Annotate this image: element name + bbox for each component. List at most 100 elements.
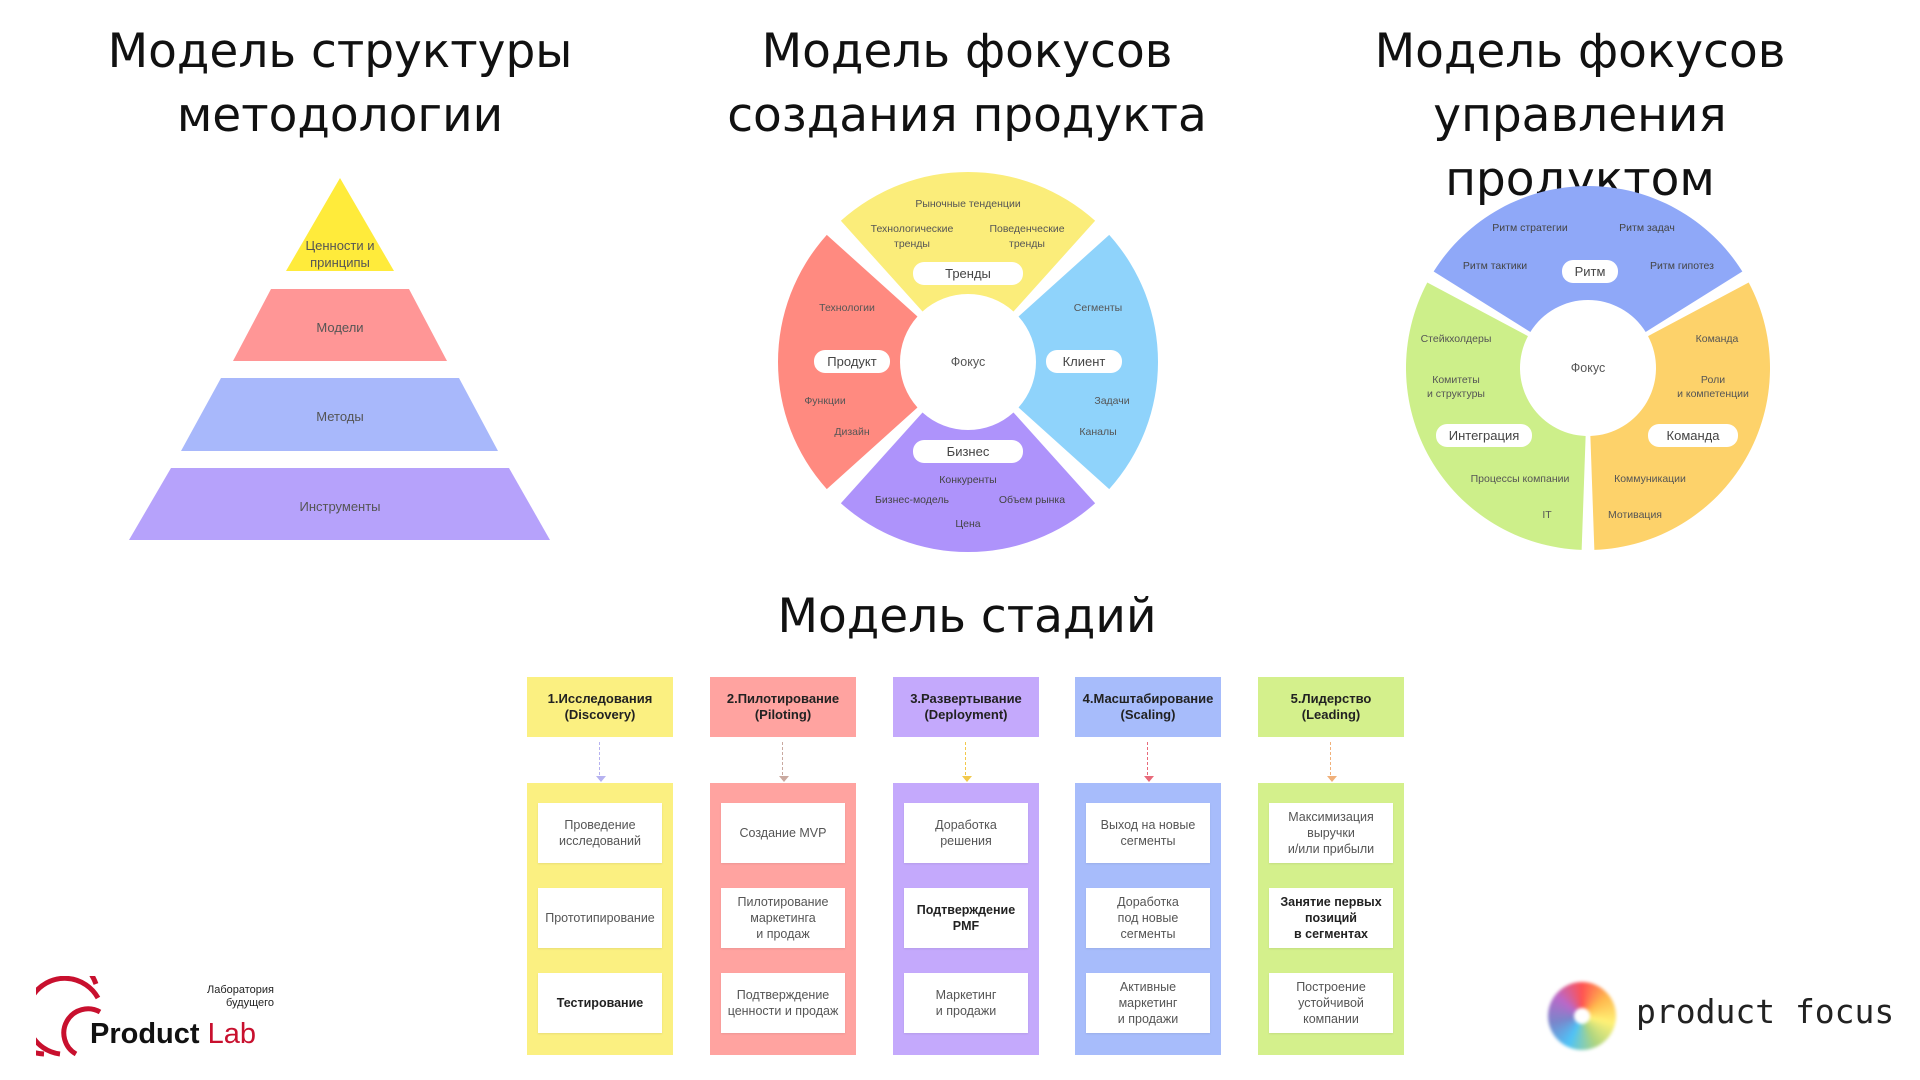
wheel-item: Технологии — [819, 302, 875, 314]
wheel-segment-pill-integration — [1436, 424, 1532, 447]
wheel-item: Сегменты — [1074, 302, 1122, 314]
product-lab-small-text: Лаборатория будущего — [207, 984, 274, 1009]
stage-card-text: Занятие первых позиций в сегментах — [1280, 895, 1382, 941]
product-lab-logo-mark — [36, 976, 102, 1057]
stage-card-text: Подтверждение ценности и продаж — [727, 988, 839, 1018]
wheel-segment-rhythm — [1433, 185, 1743, 332]
wheel-segment-label-client: Клиент — [1063, 354, 1106, 369]
stage-card: Пилотирование маркетинга и продаж — [721, 888, 845, 948]
wheel-segment-pill-team — [1648, 424, 1738, 447]
wheel-item: Коммуникации — [1614, 473, 1686, 485]
wheel-segment-trends — [840, 172, 1096, 312]
stage-card-text: Максимизация выручки и/или прибыли — [1287, 810, 1375, 856]
wheel-item: Цена — [955, 518, 980, 530]
stage-card: Подтверждение PMF — [904, 888, 1028, 948]
product-lab-word-lab: Lab — [207, 1018, 257, 1050]
wheel-item: Задачи — [1094, 395, 1129, 407]
stage-card-text: Выход на новые сегменты — [1100, 818, 1196, 848]
wheel-item: Ритм гипотез — [1650, 260, 1714, 272]
stage-card: Создание MVP — [721, 803, 845, 863]
stage-card-text: Доработка решения — [935, 818, 997, 848]
wheel-center-label: Фокус — [1571, 361, 1605, 375]
stage-card: Активные маркетинг и продажи — [1086, 973, 1210, 1033]
stage-card-text: Маркетинг и продажи — [935, 988, 997, 1018]
stage-card: Проведение исследований — [538, 803, 662, 863]
wheel-segment-pill-trends — [913, 262, 1023, 285]
stage-arrow — [779, 742, 789, 782]
wheel-segment-label-integration: Интеграция — [1449, 428, 1520, 443]
stage-column: Создание MVP Пилотирование маркетинга и п… — [710, 783, 856, 1055]
wheel-item: IT — [1542, 509, 1552, 521]
stage-card: Выход на новые сегменты — [1086, 803, 1210, 863]
stage-card-text: Построение устойчивой компании — [1296, 980, 1366, 1026]
stage-card: Маркетинг и продажи — [904, 973, 1028, 1033]
wheel-item: Мотивация — [1608, 509, 1662, 521]
stage-card-text: Тестирование — [556, 996, 644, 1010]
stage-header: 5.Лидерство (Leading) — [1258, 677, 1404, 737]
product-focus-logo-icon — [1548, 982, 1616, 1050]
wheel-item: Объем рынка — [999, 494, 1065, 506]
wheel-segment-label-rhythm: Ритм — [1575, 264, 1606, 279]
wheel-item: Стейкхолдеры — [1421, 333, 1492, 345]
wheel-item: Бизнес-модель — [875, 494, 950, 506]
title-management-focus-model: Модель фокусов управления продуктом — [1374, 24, 1786, 207]
stage-card: Доработка под новые сегменты — [1086, 888, 1210, 948]
stage-card: Доработка решения — [904, 803, 1028, 863]
wheel-segment-pill-product — [814, 350, 890, 373]
product-lab-word-product: Product — [90, 1018, 200, 1050]
title-structure-model: Модель структуры методологии — [107, 24, 573, 143]
stage-header: 3.Развертывание (Deployment) — [893, 677, 1039, 737]
wheel-center — [902, 296, 1034, 428]
stage-arrow — [1327, 742, 1337, 782]
wheel-segment-pill-rhythm — [1562, 260, 1618, 283]
wheel-item: Ритм стратегии — [1492, 222, 1568, 234]
wheel-center-label: Фокус — [951, 355, 985, 369]
wheel-item: Каналы — [1079, 426, 1116, 438]
wheel-segment-pill-business — [913, 440, 1023, 463]
stage-arrow — [962, 742, 972, 782]
stage-card-text: Доработка под новые сегменты — [1117, 895, 1179, 941]
stage-card-text: Проведение исследований — [558, 818, 642, 848]
stage-card: Построение устойчивой компании — [1269, 973, 1393, 1033]
creation-focus-wheel: Фокус Рыночные тенденции Технологические… — [778, 172, 1158, 552]
stage-card-text: Активные маркетинг и продажи — [1117, 980, 1179, 1026]
wheel-item: Процессы компании — [1471, 473, 1570, 485]
stage-header: 4.Масштабирование (Scaling) — [1075, 677, 1221, 737]
wheel-item: Ритм тактики — [1463, 260, 1527, 272]
wheel-segment-label-team: Команда — [1667, 428, 1721, 443]
stage-card-text: Подтверждение PMF — [916, 903, 1016, 933]
wheel-item: Ритм задач — [1619, 222, 1675, 234]
wheel-segment-label-trends: Тренды — [945, 266, 991, 281]
wheel-item: Рыночные тенденции — [915, 198, 1021, 210]
pyramid-label-tools: Инструменты — [299, 499, 381, 514]
wheel-item: Дизайн — [834, 426, 869, 438]
stage-card: Подтверждение ценности и продаж — [721, 973, 845, 1033]
stage-card: Занятие первых позиций в сегментах — [1269, 888, 1393, 948]
stage-card-text: Пилотирование маркетинга и продаж — [737, 895, 829, 941]
product-focus-wordmark: product focus — [1636, 992, 1895, 1031]
wheel-segment-label-business: Бизнес — [947, 444, 990, 459]
stage-arrow — [1144, 742, 1154, 782]
product-lab-wordmark: Product Lab — [90, 1018, 256, 1051]
wheel-segment-integration — [1406, 282, 1586, 550]
title-creation-focus-model: Модель фокусов создания продукта — [727, 24, 1207, 143]
stage-card: Прототипирование — [538, 888, 662, 948]
stage-header: 2.Пилотирование (Piloting) — [710, 677, 856, 737]
management-focus-wheel: Фокус Ритм стратегии Ритм задач Ритм так… — [1406, 185, 1770, 550]
wheel-center — [1522, 302, 1654, 434]
stage-card: Тестирование — [538, 973, 662, 1033]
wheel-item: Команда — [1696, 333, 1739, 345]
wheel-item: Функции — [804, 395, 846, 407]
wheel-segment-business — [840, 412, 1096, 552]
stage-card-text: Создание MVP — [739, 826, 827, 840]
stage-card: Максимизация выручки и/или прибыли — [1269, 803, 1393, 863]
stage-card-text: Прототипирование — [545, 911, 655, 925]
